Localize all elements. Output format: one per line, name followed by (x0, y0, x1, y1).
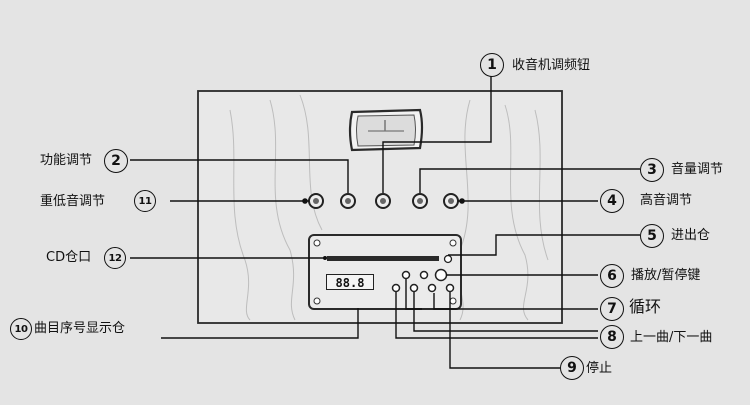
callout-number-5: 5 (640, 224, 664, 248)
label-play-pause: 播放/暂停键 (631, 268, 701, 283)
play-pause-button (434, 268, 448, 282)
cd-slot (327, 256, 439, 261)
callout-number-7: 7 (600, 297, 624, 321)
eject-button (443, 254, 453, 264)
label-function: 功能调节 (40, 153, 93, 168)
label-track-display: 曲目序号显示仓 (34, 321, 126, 336)
label-prev-next: 上一曲/下一曲 (630, 330, 713, 345)
callout-number-12: 12 (104, 247, 126, 269)
callout-number-3: 3 (640, 158, 664, 182)
label-tuning-knob: 收音机调频钮 (512, 58, 591, 73)
label-stop: 停止 (586, 361, 613, 376)
callout-number-8: 8 (600, 325, 624, 349)
callout-number-2: 2 (104, 149, 128, 173)
label-bass: 重低音调节 (40, 194, 106, 209)
stop-button (445, 283, 455, 293)
label-eject: 进出仓 (671, 228, 711, 243)
label-volume: 音量调节 (671, 162, 724, 177)
cd-panel (308, 234, 462, 310)
knobs (308, 193, 459, 209)
track-number-display: 88.8 (326, 274, 374, 290)
loop-button (401, 270, 411, 280)
next-button (409, 283, 419, 293)
callout-number-4: 4 (600, 189, 624, 213)
prev-button (391, 283, 401, 293)
label-cd-slot: CD仓口 (46, 250, 92, 265)
callout-number-1: 1 (480, 53, 504, 77)
callout-number-11: 11 (134, 190, 156, 212)
callout-number-10: 10 (10, 318, 32, 340)
label-loop: 循环 (629, 297, 662, 316)
callout-number-9: 9 (560, 356, 584, 380)
label-treble: 高音调节 (640, 193, 693, 208)
callout-number-6: 6 (600, 264, 624, 288)
wood-grain (229, 94, 549, 321)
